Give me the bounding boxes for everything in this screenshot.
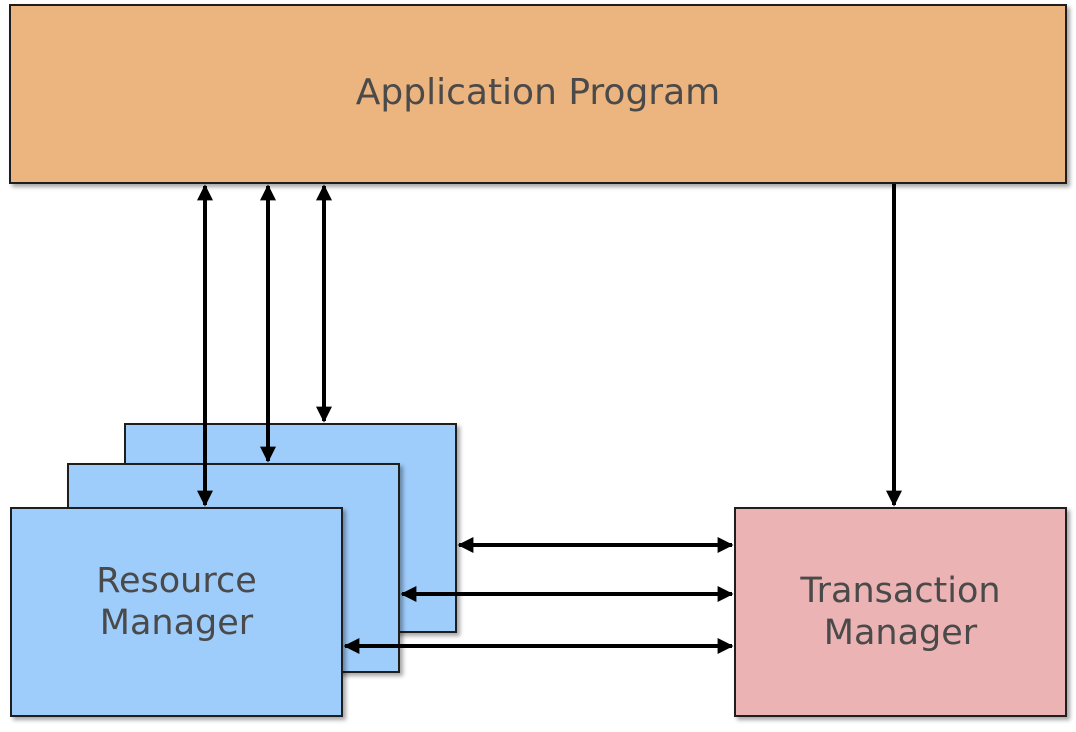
resource-manager-label: Resource Manager <box>96 561 257 643</box>
resource-manager-box-front: Resource Manager <box>10 507 343 717</box>
application-program-box: Application Program <box>9 4 1067 184</box>
application-program-label: Application Program <box>355 72 721 114</box>
transaction-manager-box: Transaction Manager <box>734 507 1067 717</box>
transaction-manager-label: Transaction Manager <box>800 571 1001 653</box>
